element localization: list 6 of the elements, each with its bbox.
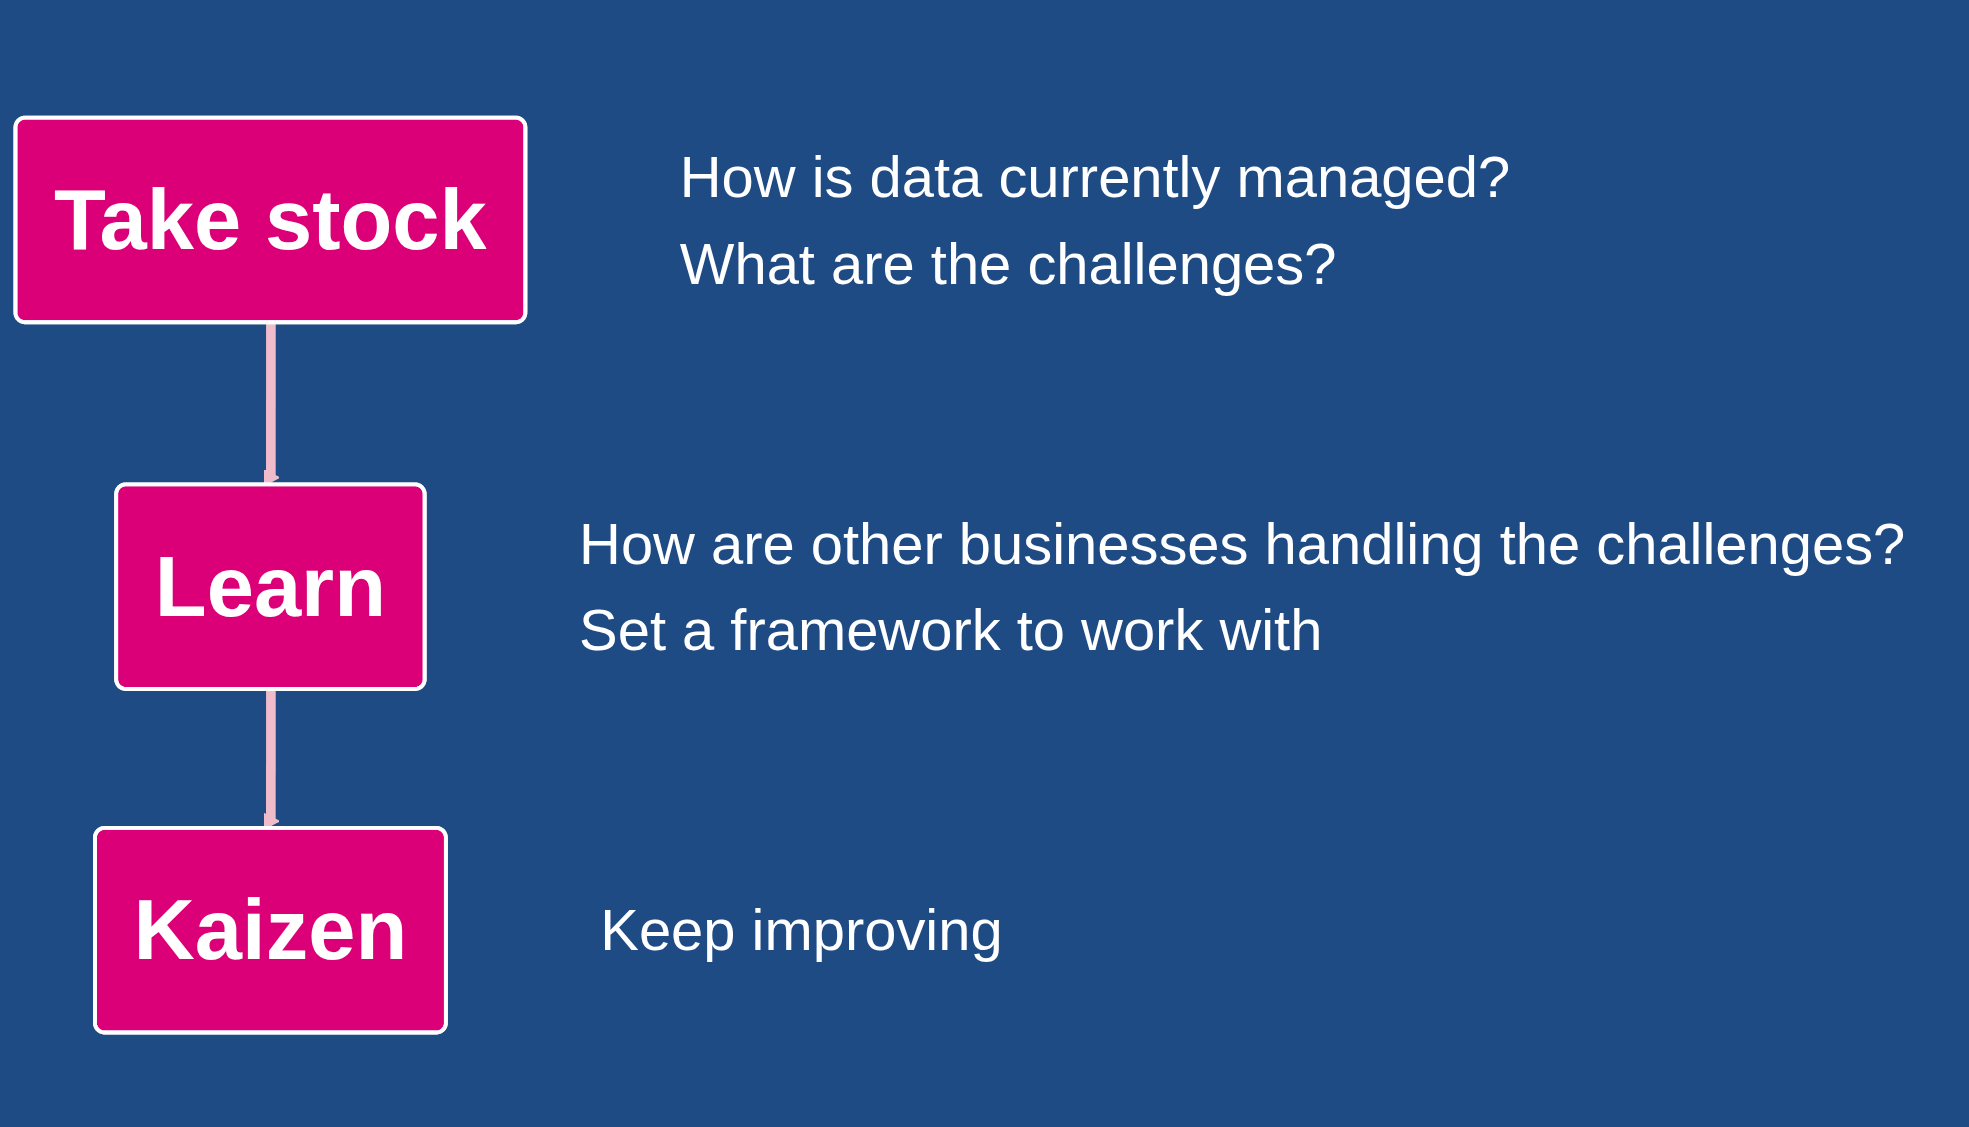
bullet-list: Keep improving	[600, 898, 1003, 963]
step-box: Kaizen	[93, 826, 448, 1035]
step-box: Take stock	[13, 115, 528, 325]
step-box: Learn	[114, 482, 427, 691]
bullet-list: How are other businesses handling the challenges? Set a framework to work with	[579, 511, 1906, 662]
bullet-list: How is data currently managed? What are the challenges?	[679, 144, 1511, 296]
